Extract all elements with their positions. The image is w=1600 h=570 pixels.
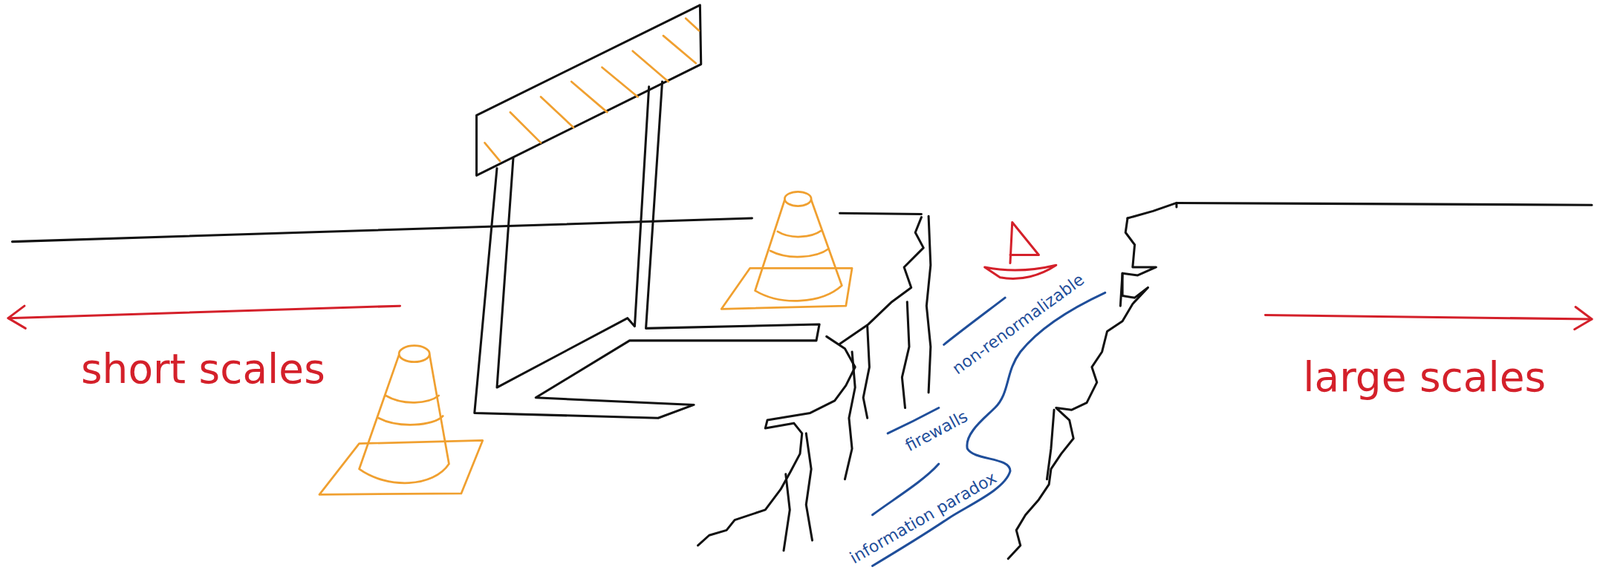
river-label: non-renormalizable <box>949 271 1087 378</box>
river-label: information paradox <box>847 469 1000 567</box>
river-label: firewalls <box>903 408 971 455</box>
road <box>11 202 1592 242</box>
scale-label: large scales <box>1302 357 1546 399</box>
traffic-cone <box>721 191 852 310</box>
barrier <box>474 5 820 419</box>
boat <box>984 222 1057 280</box>
traffic-cone <box>319 346 483 496</box>
scale-arrows <box>8 306 1592 330</box>
barrier-hatching <box>485 18 699 162</box>
scale-label: short scales <box>80 349 326 390</box>
